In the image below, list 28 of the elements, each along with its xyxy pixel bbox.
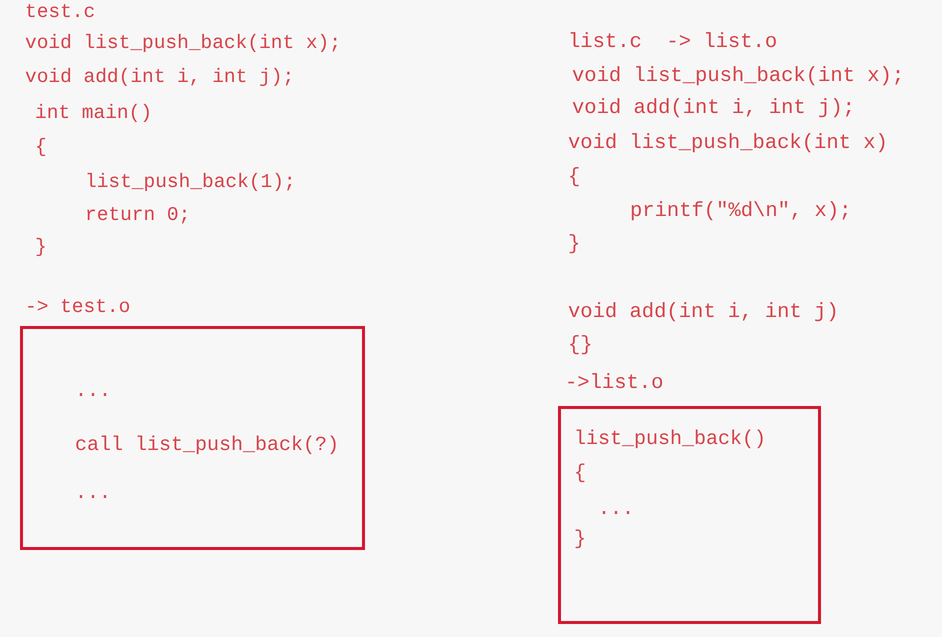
code-line: void add(int i, int j); <box>25 65 294 89</box>
code-line: { <box>35 135 47 159</box>
code-line: void add(int i, int j); <box>572 97 855 121</box>
highlight-frame <box>20 326 365 550</box>
code-line: test.c <box>25 0 96 24</box>
code-line: list_push_back(1); <box>85 170 296 194</box>
code-line: return 0; <box>85 203 190 227</box>
code-line: int main() <box>35 101 152 125</box>
code-line: call list_push_back(?) <box>75 434 340 458</box>
code-line: list_push_back() <box>574 428 766 452</box>
code-line: list.c -> list.o <box>568 31 778 55</box>
code-line: -> test.o <box>25 295 130 319</box>
code-line: { <box>568 166 580 190</box>
code-line: ... <box>75 380 112 404</box>
code-line: ... <box>75 482 112 506</box>
code-line: {} <box>568 334 593 358</box>
code-line: { <box>574 462 586 486</box>
code-line: void list_push_back(int x); <box>572 65 904 89</box>
code-line: } <box>568 233 580 257</box>
code-line: ->list.o <box>565 372 664 396</box>
code-line: } <box>574 528 586 552</box>
code-line: ... <box>598 498 634 522</box>
highlight-frame <box>558 406 821 624</box>
code-line: void list_push_back(int x); <box>25 31 341 55</box>
code-line: void add(int i, int j) <box>568 301 839 325</box>
code-line: } <box>35 235 47 259</box>
code-line: void list_push_back(int x) <box>568 132 888 156</box>
code-line: printf("%d\n", x); <box>630 200 852 224</box>
